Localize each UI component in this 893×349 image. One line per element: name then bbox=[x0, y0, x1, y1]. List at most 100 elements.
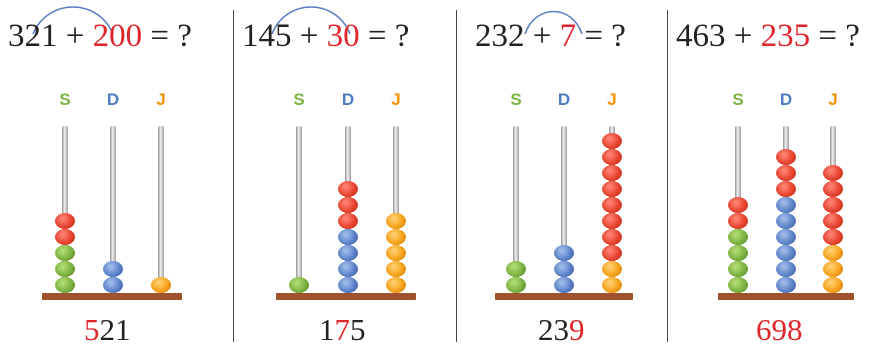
blue-bead bbox=[554, 245, 574, 261]
label-s: S bbox=[59, 90, 71, 109]
answer-4: 698 bbox=[756, 312, 803, 348]
carry-arc-3 bbox=[524, 10, 583, 35]
label-d: D bbox=[341, 90, 355, 109]
plus-sign: + bbox=[291, 18, 327, 54]
plus-sign: + bbox=[524, 18, 560, 54]
green-bead bbox=[289, 277, 309, 293]
green-bead bbox=[506, 261, 526, 277]
answer-digits: 21 bbox=[99, 312, 131, 347]
rod-d bbox=[110, 126, 116, 296]
red-bead bbox=[602, 197, 622, 213]
green-bead bbox=[728, 245, 748, 261]
green-bead bbox=[728, 229, 748, 245]
red-bead bbox=[823, 213, 843, 229]
orange-bead bbox=[386, 261, 406, 277]
carry-arc-2 bbox=[271, 6, 351, 35]
red-bead bbox=[823, 229, 843, 245]
answer-1: 521 bbox=[84, 312, 131, 348]
orange-bead bbox=[602, 277, 622, 293]
label-s: S bbox=[293, 90, 305, 109]
label-j: J bbox=[391, 90, 401, 109]
answer-red-digit: 7 bbox=[334, 312, 351, 347]
label-d: D bbox=[557, 90, 571, 109]
blue-bead bbox=[554, 261, 574, 277]
plus-sign: + bbox=[57, 18, 93, 54]
green-bead bbox=[728, 277, 748, 293]
addend-a: 321 bbox=[8, 18, 58, 54]
blue-bead bbox=[776, 213, 796, 229]
orange-bead bbox=[823, 261, 843, 277]
abacus-panel-3: 232 + 7 = ? S D J 239 bbox=[457, 0, 667, 349]
addend-b: 7 bbox=[559, 18, 577, 54]
abacus-panel-1: 321 + 200 = ? S D J 521 bbox=[0, 0, 233, 349]
red-bead bbox=[602, 229, 622, 245]
red-bead bbox=[602, 181, 622, 197]
blue-bead bbox=[103, 261, 123, 277]
red-bead bbox=[602, 165, 622, 181]
equation-1: 321 + 200 = ? bbox=[8, 18, 192, 55]
red-bead bbox=[823, 165, 843, 181]
addend-b: 30 bbox=[326, 18, 360, 54]
addend-b: 235 bbox=[760, 18, 811, 54]
blue-bead bbox=[776, 261, 796, 277]
red-bead bbox=[338, 181, 358, 197]
blue-bead bbox=[776, 229, 796, 245]
equals-question: = ? bbox=[142, 18, 192, 54]
green-bead bbox=[55, 245, 75, 261]
rod-d bbox=[561, 126, 567, 296]
label-s: S bbox=[510, 90, 522, 109]
blue-bead bbox=[338, 277, 358, 293]
rod-s bbox=[296, 126, 302, 296]
label-d: D bbox=[779, 90, 793, 109]
rod-j bbox=[158, 126, 164, 296]
answer-digit-3: 5 bbox=[350, 312, 366, 347]
red-bead bbox=[776, 165, 796, 181]
equals-question: = ? bbox=[359, 18, 410, 54]
answer-digit-1: 1 bbox=[319, 312, 335, 347]
rod-s bbox=[62, 126, 68, 296]
label-j: J bbox=[828, 90, 838, 109]
answer-3: 239 bbox=[538, 312, 585, 348]
addend-a: 463 bbox=[676, 18, 726, 54]
answer-red-digits: 698 bbox=[756, 312, 803, 347]
answer-red-digit: 9 bbox=[569, 312, 585, 347]
red-bead bbox=[338, 197, 358, 213]
plus-sign: + bbox=[725, 18, 761, 54]
rod-j bbox=[393, 126, 399, 296]
addend-b: 200 bbox=[92, 18, 143, 54]
red-bead bbox=[602, 149, 622, 165]
answer-2: 175 bbox=[319, 312, 366, 348]
blue-bead bbox=[776, 277, 796, 293]
orange-bead bbox=[151, 277, 171, 293]
orange-bead bbox=[386, 229, 406, 245]
label-j: J bbox=[607, 90, 617, 109]
abacus-base bbox=[495, 293, 633, 300]
equals-question: = ? bbox=[810, 18, 860, 54]
red-bead bbox=[776, 149, 796, 165]
blue-bead bbox=[338, 245, 358, 261]
abacus-base bbox=[276, 293, 416, 300]
red-bead bbox=[776, 181, 796, 197]
red-bead bbox=[55, 229, 75, 245]
red-bead bbox=[728, 213, 748, 229]
panel-divider bbox=[456, 10, 457, 342]
blue-bead bbox=[338, 229, 358, 245]
red-bead bbox=[338, 213, 358, 229]
label-d: D bbox=[106, 90, 120, 109]
answer-digits: 23 bbox=[538, 312, 569, 347]
green-bead bbox=[55, 277, 75, 293]
orange-bead bbox=[602, 261, 622, 277]
blue-bead bbox=[776, 197, 796, 213]
blue-bead bbox=[776, 245, 796, 261]
label-s: S bbox=[732, 90, 744, 109]
red-bead bbox=[823, 197, 843, 213]
abacus-base bbox=[718, 293, 854, 300]
red-bead bbox=[602, 213, 622, 229]
red-bead bbox=[55, 213, 75, 229]
orange-bead bbox=[823, 277, 843, 293]
equation-4: 463 + 235 = ? bbox=[676, 18, 860, 55]
blue-bead bbox=[103, 277, 123, 293]
panel-divider bbox=[233, 10, 234, 342]
orange-bead bbox=[386, 277, 406, 293]
abacus-base bbox=[42, 293, 182, 300]
